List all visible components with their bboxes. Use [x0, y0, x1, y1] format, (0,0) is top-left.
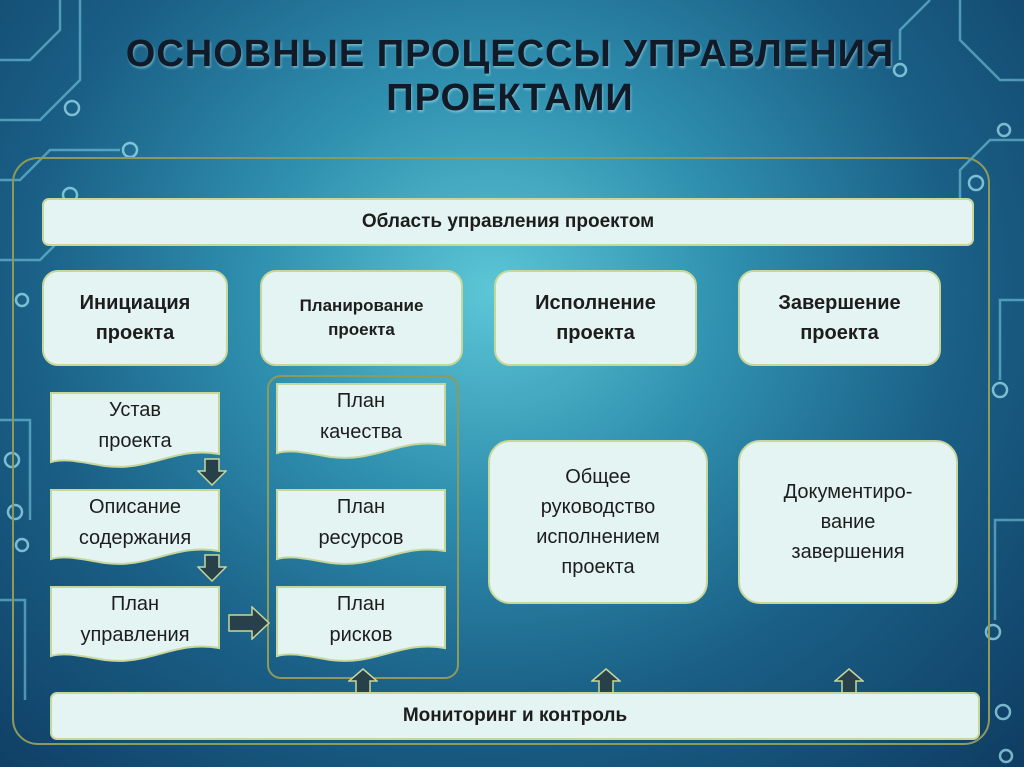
doc-scope-description-label: Описание содержания [78, 496, 192, 549]
phase-closing: Завершение проекта [738, 270, 941, 366]
phase-planning: Планирование проекта [260, 270, 463, 366]
phase-initiation: Инициация проекта [42, 270, 228, 366]
arrow-up-icon [348, 668, 378, 694]
doc-resources-plan-label: План ресурсов [318, 496, 404, 549]
execution-box-label: Общее руководство исполнением проекта [536, 466, 660, 578]
outer-frame [12, 157, 990, 745]
phase-initiation-label: Инициация проекта [79, 292, 191, 344]
arrow-up-icon [834, 668, 864, 694]
phase-execution-label: Исполнение проекта [535, 292, 656, 344]
doc-scope-description: Описание содержания [50, 489, 220, 569]
page-title: ОСНОВНЫЕ ПРОЦЕССЫ УПРАВЛЕНИЯ ПРОЕКТАМИ [125, 33, 895, 119]
doc-charter-label: Устав проекта [98, 399, 172, 452]
scope-bar: Область управления проектом [42, 198, 974, 246]
phase-execution: Исполнение проекта [494, 270, 697, 366]
arrow-right-icon [228, 606, 270, 640]
doc-resources-plan: План ресурсов [276, 489, 446, 569]
closing-box-label: Документиро- вание завершения [783, 481, 913, 563]
doc-charter: Устав проекта [50, 392, 220, 472]
monitoring-bar: Мониторинг и контроль [50, 692, 980, 740]
doc-quality-plan: План качества [276, 383, 446, 463]
doc-management-plan-label: План управления [80, 593, 190, 646]
doc-management-plan: План управления [50, 586, 220, 666]
doc-quality-plan-label: План качества [319, 390, 403, 443]
doc-risks-plan-label: План рисков [329, 593, 393, 646]
arrow-down-icon [197, 458, 227, 486]
arrow-down-icon [197, 554, 227, 582]
execution-box: Общее руководство исполнением проекта [488, 440, 708, 604]
arrow-up-icon [591, 668, 621, 694]
phase-closing-label: Завершение проекта [778, 292, 901, 344]
closing-box: Документиро- вание завершения [738, 440, 958, 604]
doc-risks-plan: План рисков [276, 586, 446, 666]
phase-planning-label: Планирование проекта [299, 296, 424, 339]
